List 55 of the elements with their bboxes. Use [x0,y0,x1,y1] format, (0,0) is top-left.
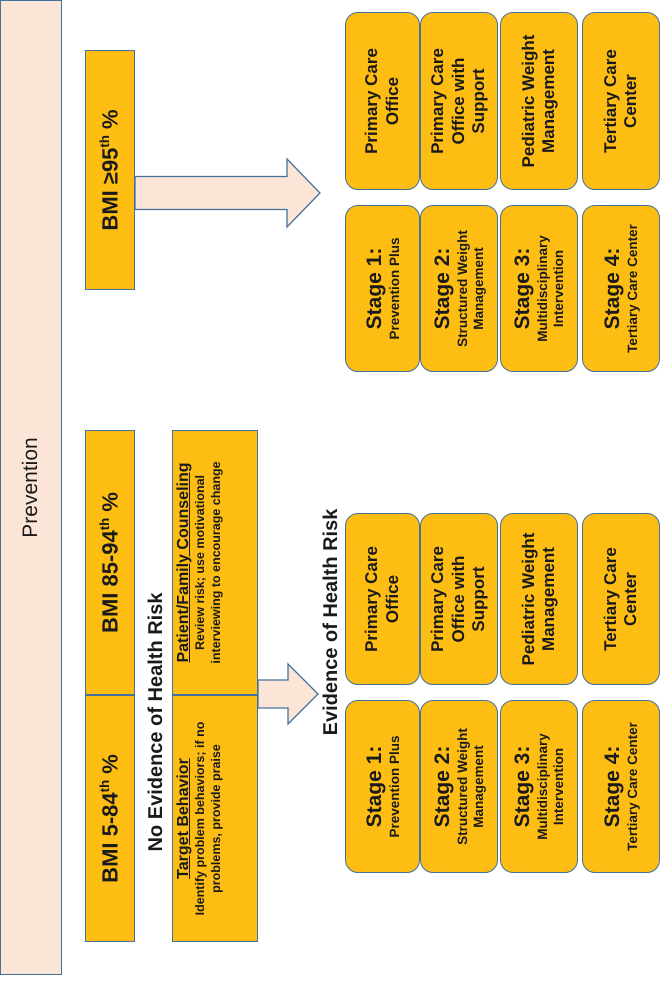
stage-text: Prevention Plus [386,237,402,340]
stage-title: Stage 4: [601,746,626,828]
info-box [172,430,258,695]
care-setting-box [582,12,660,190]
care-setting-box [500,12,578,190]
category-box [85,695,135,942]
category-box [85,430,135,695]
care-setting-box [500,513,578,685]
stage-text: Prevention Plus [386,735,402,838]
block-arrow [134,157,321,229]
stage-text: Tertiary Care Center [625,722,641,851]
category-box [85,50,135,290]
stage-box [582,205,660,372]
stage-title: Stage 4: [601,248,626,330]
care-setting-box [582,513,660,685]
stage-box [500,205,578,372]
block-arrow [257,662,319,726]
care-setting-box [345,513,420,685]
box-heading: Patient/Family Counseling [175,462,193,663]
box-text: Primary Care Office [362,545,402,654]
stage-title: Stage 2: [431,248,456,330]
stage-box [500,700,578,873]
box-heading: Target Behavior [175,758,193,879]
info-box [172,695,258,942]
care-setting-box [420,12,498,190]
stage-title: Stage 3: [511,248,536,330]
box-text: Identify problem behaviors; if no problems, provide praise [193,720,224,918]
stage-title: Stage 3: [511,746,536,828]
box-text: Tertiary Care Center [600,546,641,653]
stage-text: Multidisciplinary Intervention [535,234,567,344]
stage-text: Structured Weight Management [455,727,487,847]
care-setting-box [345,12,420,190]
stage-box [345,700,420,873]
stage-title: Stage 1: [362,248,387,330]
section-heading: Evidence of Health Risk [318,427,345,817]
stage-box [420,700,498,873]
stage-text: Tertiary Care Center [625,224,641,353]
box-text: Pediatric Weight Management [518,34,559,170]
box-text: Primary Care Office with Support [428,545,490,654]
care-setting-box [420,513,498,685]
band-text: Prevention [19,437,43,538]
section-heading: No Evidence of Health Risk [144,592,168,854]
stage-title: Stage 1: [362,746,387,828]
box-text: Tertiary Care Center [600,48,641,155]
stage-box [582,700,660,873]
stage-title: Stage 2: [431,746,456,828]
box-text: Review risk; use motivational interviewing to encourage change [193,460,224,666]
stage-text: Multidisciplinary Intervention [535,732,567,842]
box-text: Primary Care Office with Support [428,47,490,156]
stage-text: Structured Weight Management [455,229,487,349]
box-text: Pediatric Weight Management [518,532,559,668]
stage-box [345,205,420,372]
banner-band [0,0,62,975]
stage-box [420,205,498,372]
box-text: Primary Care Office [362,47,402,156]
